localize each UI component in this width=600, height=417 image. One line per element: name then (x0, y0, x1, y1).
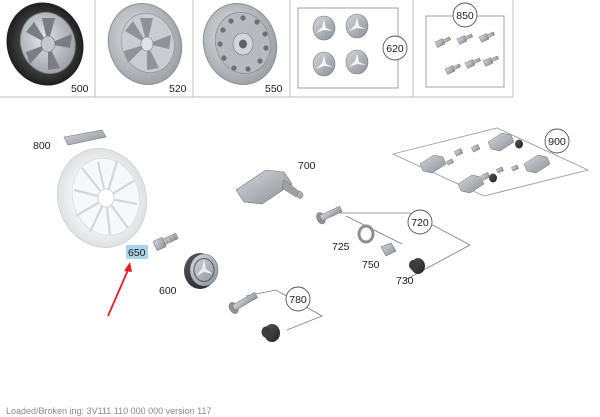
sensor-set-900[interactable]: 900 (391, 127, 590, 197)
part-number: 700 (298, 160, 316, 172)
alloy-wheel-520[interactable]: 520 (97, 0, 193, 95)
part-number: 730 (396, 275, 414, 287)
part-number: 780 (289, 294, 307, 306)
part-number: 800 (33, 140, 51, 152)
washer-725[interactable]: 725 (332, 224, 375, 253)
part-number: 725 (332, 241, 350, 253)
valve-cap-730[interactable]: 730 (396, 258, 425, 287)
steel-wheel-550[interactable]: 550 (192, 0, 288, 95)
part-number: 550 (265, 83, 283, 95)
valve-nut-750[interactable]: 750 (362, 242, 397, 271)
part-number: 900 (548, 136, 566, 148)
part-number: 520 (169, 83, 187, 95)
part-number: 720 (411, 217, 429, 229)
valve-kit-720[interactable]: 720 (315, 203, 471, 281)
wheel-bolt-650[interactable]: 650 (126, 231, 179, 259)
balance-weight-800[interactable]: 800 (33, 129, 107, 152)
tpms-sensor-700[interactable]: 700 (235, 160, 316, 205)
complete-wheel-500[interactable]: 500 (0, 0, 95, 96)
part-number: 600 (159, 285, 177, 297)
hub-cap-set-620[interactable]: 620 (297, 7, 408, 89)
part-number: 850 (456, 10, 474, 22)
red-arrow (107, 262, 132, 317)
part-number: 650 (128, 247, 146, 259)
valve-set-780[interactable]: 780 (227, 286, 323, 342)
part-number: 750 (362, 259, 380, 271)
catalog-row: 500 520 (0, 0, 514, 98)
highlight-box (126, 245, 148, 259)
part-number: 500 (71, 83, 89, 95)
ghost-alloy-wheel (56, 148, 148, 248)
bolt-set-850[interactable]: 850 (425, 2, 505, 88)
hub-cap-600[interactable]: 600 (159, 253, 219, 297)
footer-text: Loaded/Broken ing: 3V111 110 000 000 ver… (6, 406, 212, 416)
part-number: 620 (386, 43, 404, 55)
